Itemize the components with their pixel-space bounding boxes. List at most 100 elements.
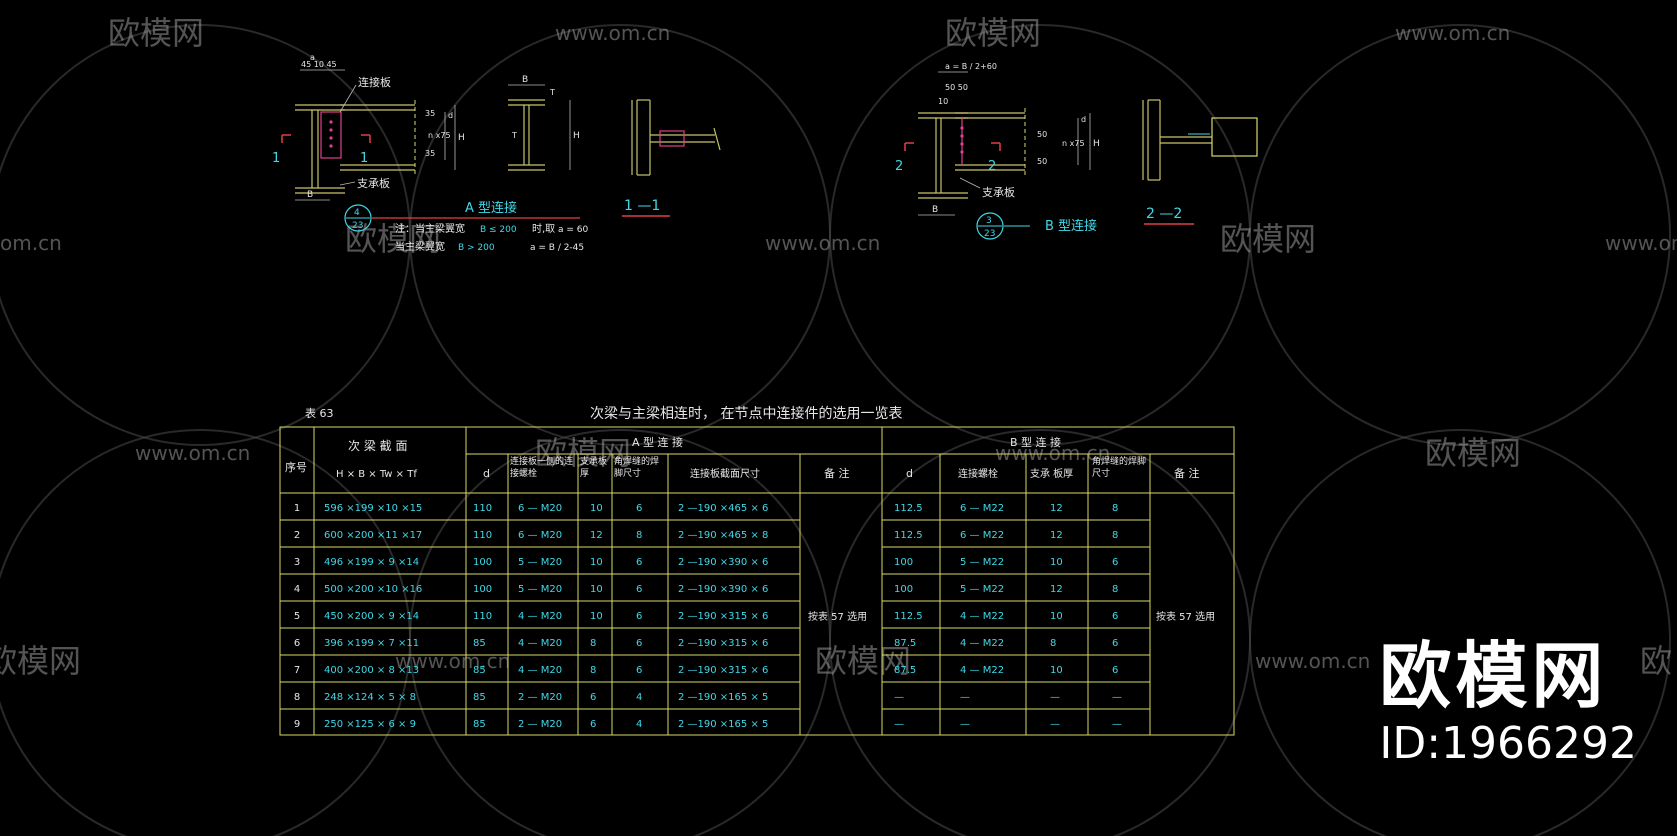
table-cell-b-d: 112.5 [894, 611, 923, 622]
watermark-logo: 欧 [1640, 642, 1672, 680]
section-mark-right-b: 2 [988, 159, 996, 174]
table-cell-seq: 2 [294, 530, 300, 541]
dim-nx75: n x75 [428, 131, 451, 140]
table-cell-b-bolt: — [960, 692, 970, 703]
table-cell-b-weld: 8 [1112, 584, 1118, 595]
detail-b-title: B 型连接 [1045, 218, 1097, 234]
table-cell-a-size: 2 —190 ×315 × 6 [678, 611, 768, 622]
dim-d: d [448, 111, 453, 120]
table-cell-seq: 6 [294, 638, 300, 649]
table-cell-b-bolt: 4 — M22 [960, 665, 1004, 676]
table-cell-a-bolt: 5 — M20 [518, 557, 562, 568]
dim-5050: 50 50 [945, 83, 968, 92]
table-cell-a-weld: 4 [636, 692, 642, 703]
table-cell-a-size: 2 —190 ×315 × 6 [678, 665, 768, 676]
table-cell-b-bolt: 6 — M22 [960, 530, 1004, 541]
table-cell-b-plate: 10 [1050, 557, 1063, 568]
detail-a-circle-bottom: 23 [352, 221, 363, 231]
detail-b-circle-top: 3 [986, 216, 992, 226]
dim-35-top: 35 [425, 109, 435, 118]
table-cell-section: 496 ×199 × 9 ×14 [324, 557, 419, 568]
table-cell-a-size: 2 —190 ×390 × 6 [678, 584, 768, 595]
dim-50-bottom: 50 [1037, 157, 1047, 166]
dim-formula: a = B / 2+60 [945, 62, 997, 71]
group-a-header: A 型 连 接 [632, 435, 683, 449]
b-col-remark: 备 注 [1174, 466, 1200, 480]
table-cell-section: 450 ×200 × 9 ×14 [324, 611, 419, 622]
note-cond2: B > 200 [458, 243, 495, 253]
watermark-url: www.om.cn [995, 441, 1110, 465]
table-cell-b-weld: 6 [1112, 557, 1118, 568]
note-line2: 当主梁翼宽 [395, 240, 445, 253]
col-seq: 序号 [285, 460, 307, 474]
dim-50-top: 50 [1037, 130, 1047, 139]
watermark-arcs [0, 24, 1671, 836]
table-cell-a-plate: 8 [590, 665, 596, 676]
table-cell-b-d: 100 [894, 584, 913, 595]
table-cell-b-d: 100 [894, 557, 913, 568]
watermark-logo: 欧模网 [345, 220, 441, 258]
dim-a-label: a [310, 53, 315, 62]
table-cell-section: 500 ×200 ×10 ×16 [324, 584, 422, 595]
table-cell-a-size: 2 —190 ×165 × 5 [678, 692, 768, 703]
table-cell-a-plate: 6 [590, 692, 596, 703]
section-label: 1 —1 [624, 198, 660, 214]
table-cell-a-size: 2 —190 ×465 × 6 [678, 503, 768, 514]
table-cell-b-bolt: — [960, 719, 970, 730]
section-mark-left-b: 2 [895, 159, 903, 174]
table-cell-section: 248 ×124 × 5 × 8 [324, 692, 416, 703]
section-mark-right: 1 [360, 151, 368, 166]
table-cell-seq: 5 [294, 611, 300, 622]
table-cell-b-d: — [894, 719, 904, 730]
table-cell-a-d: 110 [473, 503, 492, 514]
watermark-url: www.om.cn [1395, 21, 1510, 45]
table-cell-seq: 1 [294, 503, 300, 514]
table-cell-b-weld: 6 [1112, 665, 1118, 676]
a-col-remark: 备 注 [824, 466, 850, 480]
table-cell-a-bolt: 2 — M20 [518, 692, 562, 703]
watermark-url: www.om.cn [395, 649, 510, 673]
note-val2: a = B / 2-45 [530, 243, 584, 253]
watermark-logo: 欧模网 [535, 434, 631, 472]
table-cell-b-d: 87.5 [894, 665, 916, 676]
table-cell-a-weld: 4 [636, 719, 642, 730]
table-cell-b-weld: — [1112, 719, 1122, 730]
table-cell-b-weld: 6 [1112, 611, 1118, 622]
table-cell-a-weld: 6 [636, 557, 642, 568]
watermark-url: www.om.cn [1605, 231, 1677, 255]
table-cell-a-plate: 10 [590, 584, 603, 595]
dim-top-label: 45 10 45 [301, 60, 337, 69]
brand-id: ID:1966292 [1379, 718, 1637, 769]
dim-H: H [458, 133, 465, 143]
table-cell-a-plate: 10 [590, 557, 603, 568]
support-plate-label: 支承板 [357, 176, 390, 190]
table-cell-a-d: 110 [473, 611, 492, 622]
table-cell-a-d: 85 [473, 692, 486, 703]
note-mid1: 时,取 [532, 223, 555, 235]
support-plate-label-b: 支承板 [982, 185, 1015, 199]
table-cell-a-bolt: 6 — M20 [518, 530, 562, 541]
table-cell-seq: 3 [294, 557, 300, 568]
a-remark: 按表 57 选用 [808, 610, 867, 623]
note-line1: 注：当主梁翼宽 [395, 222, 465, 235]
table-cell-b-weld: 6 [1112, 638, 1118, 649]
watermark-texts: 欧模网 www.om.cn 欧模网 www.om.cn om.cn 欧模网 ww… [0, 14, 1677, 680]
table-cell-a-weld: 6 [636, 503, 642, 514]
table-cell-a-bolt: 4 — M20 [518, 638, 562, 649]
table-cell-section: 250 ×125 × 6 × 9 [324, 719, 416, 730]
watermark-logo: 欧模网 [108, 14, 204, 52]
table-cell-a-weld: 8 [636, 530, 642, 541]
watermark-logo: 欧模网 [1220, 220, 1316, 258]
b-remark: 按表 57 选用 [1156, 610, 1215, 623]
dim-nx75-b: n x75 [1062, 139, 1085, 148]
detail-b: 支承板 a = B / 2+60 50 50 10 2 2 B H d n x7… [895, 62, 1258, 240]
table-cell-a-size: 2 —190 ×165 × 5 [678, 719, 768, 730]
table-cell-a-d: 85 [473, 719, 486, 730]
table-cell-a-plate: 6 [590, 719, 596, 730]
detail-b-circle-bottom: 23 [984, 229, 995, 239]
table-cell-b-weld: — [1112, 692, 1122, 703]
